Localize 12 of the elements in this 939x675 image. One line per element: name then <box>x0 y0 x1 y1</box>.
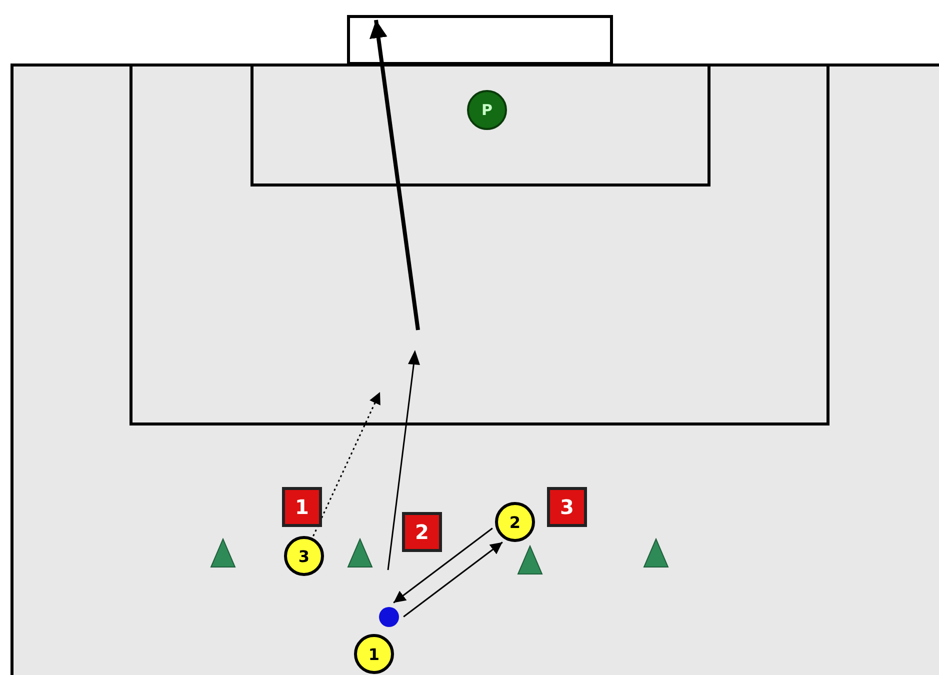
cone-icon <box>517 545 543 575</box>
arrow <box>403 542 503 618</box>
defender-marker: 3 <box>547 487 587 527</box>
arrow <box>393 528 493 604</box>
arrow <box>370 20 420 330</box>
defender-marker: 1 <box>282 487 322 527</box>
cone-icon <box>347 538 373 568</box>
dotted-arrow <box>312 392 381 536</box>
cone-icon <box>643 538 669 568</box>
defender-marker: 2 <box>402 512 442 552</box>
goal-frame <box>347 15 613 65</box>
cone-icon <box>210 538 236 568</box>
